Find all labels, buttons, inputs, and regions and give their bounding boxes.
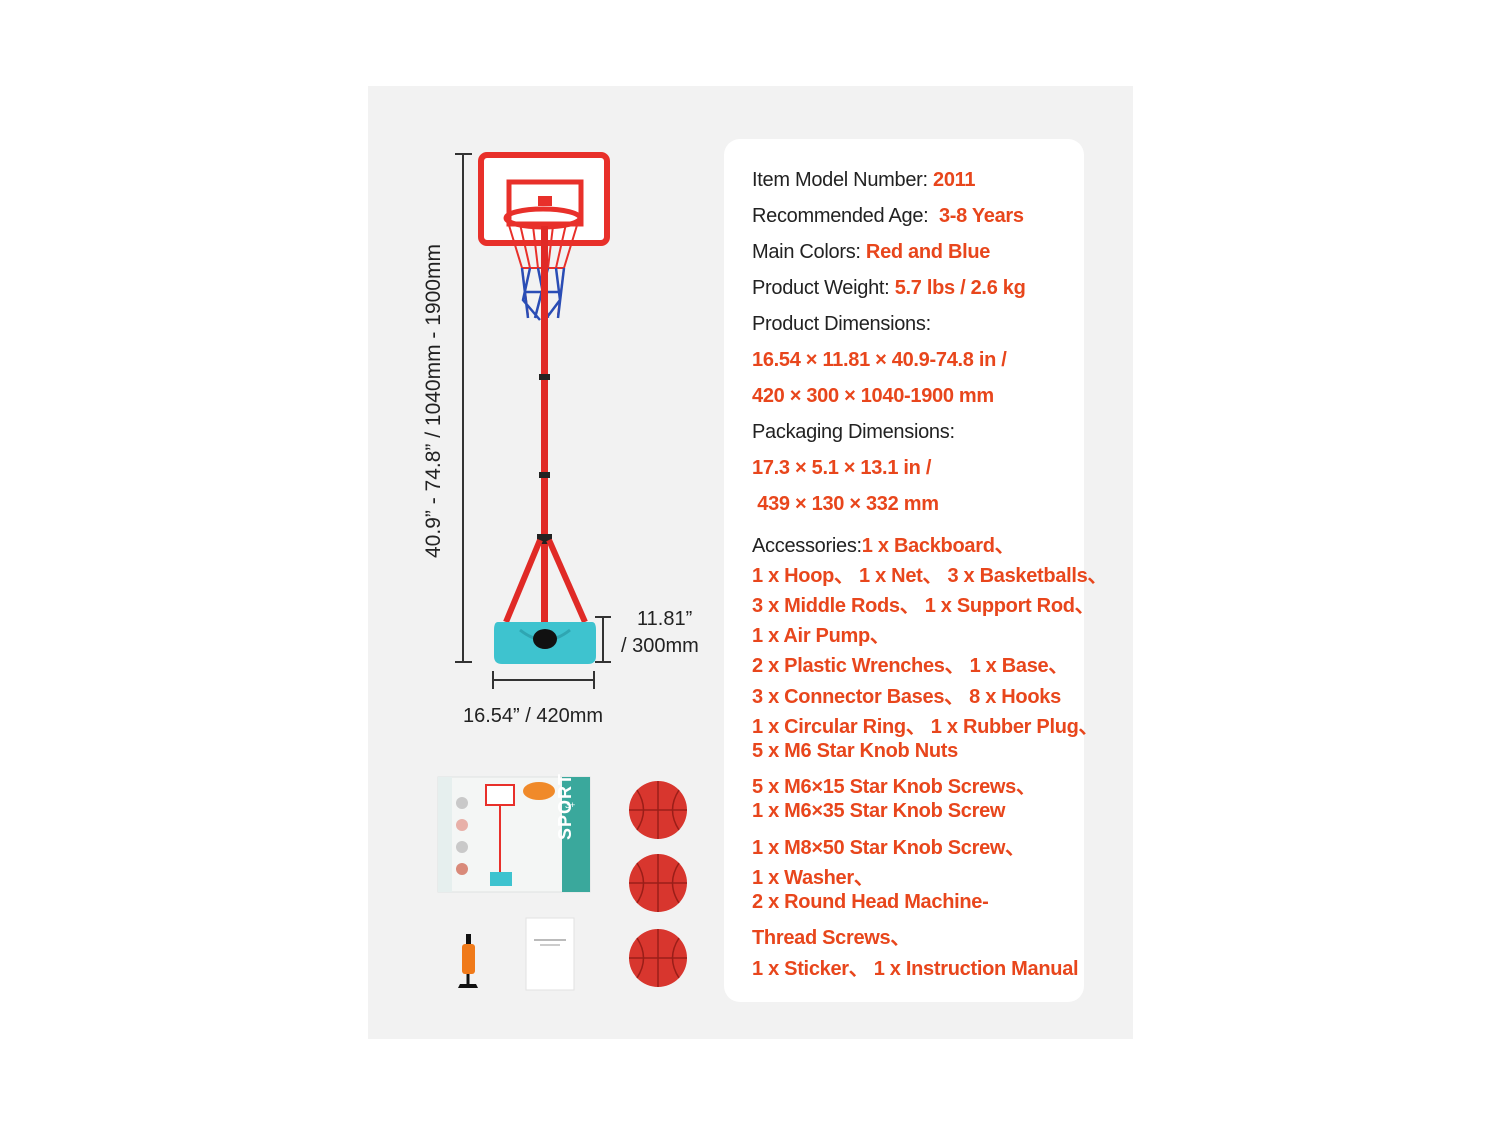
base bbox=[494, 622, 596, 664]
accessories-line: 5 x M6×15 Star Knob Screws、 bbox=[752, 776, 1036, 798]
accessories-line: 3 x Middle Rods、 1 x Support Rod、 bbox=[752, 595, 1095, 617]
depth-inch-label: 11.81” bbox=[637, 608, 693, 630]
product-dimensions-label: Product Dimensions: bbox=[752, 313, 931, 335]
main-colors-label: Main Colors: bbox=[752, 241, 866, 263]
accessories-line: 1 x Air Pump、 bbox=[752, 625, 890, 647]
accessories-line: 1 x Hoop、 1 x Net、 3 x Basketballs、 bbox=[752, 565, 1108, 587]
model-number-row: Item Model Number: 2011 bbox=[752, 169, 976, 192]
width-dimension-label: 16.54” / 420mm bbox=[463, 705, 604, 727]
accessories-label: Accessories: bbox=[752, 535, 862, 557]
basketball bbox=[629, 854, 687, 912]
accessories-row: Accessories:1 x Backboard、 bbox=[752, 529, 1015, 558]
box-age-badge: 3+ bbox=[565, 800, 576, 810]
product-dimensions-imperial: 16.54 × 11.81 × 40.9-74.8 in / bbox=[752, 349, 1007, 371]
accessories-line: Thread Screws、 bbox=[752, 927, 911, 949]
recommended-age-row: Recommended Age: 3-8 Years bbox=[752, 205, 1024, 228]
height-dimension-label: 40.9” - 74.8” / 1040mm - 1900mm bbox=[422, 244, 445, 558]
packaging-box bbox=[437, 776, 591, 893]
accessories-line: 1 x Circular Ring、 1 x Rubber Plug、 bbox=[752, 716, 1099, 738]
recommended-age-label: Recommended Age: bbox=[752, 205, 939, 227]
accessories-line: 5 x M6 Star Knob Nuts bbox=[752, 740, 958, 762]
accessories-line: 1 x Washer、 bbox=[752, 867, 874, 889]
basketball bbox=[629, 929, 687, 987]
width-dimension-line bbox=[492, 671, 595, 689]
model-number-label: Item Model Number: bbox=[752, 169, 934, 191]
accessories-first-item: 1 x Backboard、 bbox=[861, 535, 1015, 557]
height-dimension-line bbox=[455, 153, 472, 663]
product-dimensions-metric: 420 × 300 × 1040-1900 mm bbox=[752, 385, 994, 407]
accessories-line: 1 x M6×35 Star Knob Screw bbox=[752, 800, 1006, 822]
product-weight-label: Product Weight: bbox=[752, 277, 895, 299]
main-colors-value: Red and Blue bbox=[865, 241, 991, 263]
accessories-line: 1 x M8×50 Star Knob Screw、 bbox=[752, 837, 1025, 859]
air-pump bbox=[458, 934, 478, 988]
accessories-line: 3 x Connector Bases、 8 x Hooks bbox=[752, 686, 1061, 708]
pole bbox=[503, 226, 588, 626]
accessories-line: 2 x Plastic Wrenches、 1 x Base、 bbox=[752, 655, 1069, 677]
accessories-line: 1 x Sticker、 1 x Instruction Manual bbox=[752, 958, 1079, 980]
packaging-dimensions-label: Packaging Dimensions: bbox=[752, 421, 955, 443]
main-colors-row: Main Colors: Red and Blue bbox=[752, 241, 990, 264]
depth-mm-label: / 300mm bbox=[621, 635, 699, 657]
product-weight-row: Product Weight: 5.7 lbs / 2.6 kg bbox=[752, 277, 1026, 300]
recommended-age-value: 3-8 Years bbox=[938, 205, 1024, 227]
packaging-dimensions-imperial: 17.3 × 5.1 × 13.1 in / bbox=[752, 457, 932, 479]
packaging-dimensions-metric: 439 × 130 × 332 mm bbox=[752, 493, 939, 515]
instruction-manual bbox=[525, 917, 575, 991]
model-number-value: 2011 bbox=[933, 169, 976, 191]
depth-dimension-line bbox=[595, 616, 611, 663]
accessories-line: 2 x Round Head Machine- bbox=[752, 891, 989, 913]
spec-card bbox=[724, 139, 1084, 1002]
basketball bbox=[629, 781, 687, 839]
product-weight-value: 5.7 lbs / 2.6 kg bbox=[894, 277, 1026, 299]
